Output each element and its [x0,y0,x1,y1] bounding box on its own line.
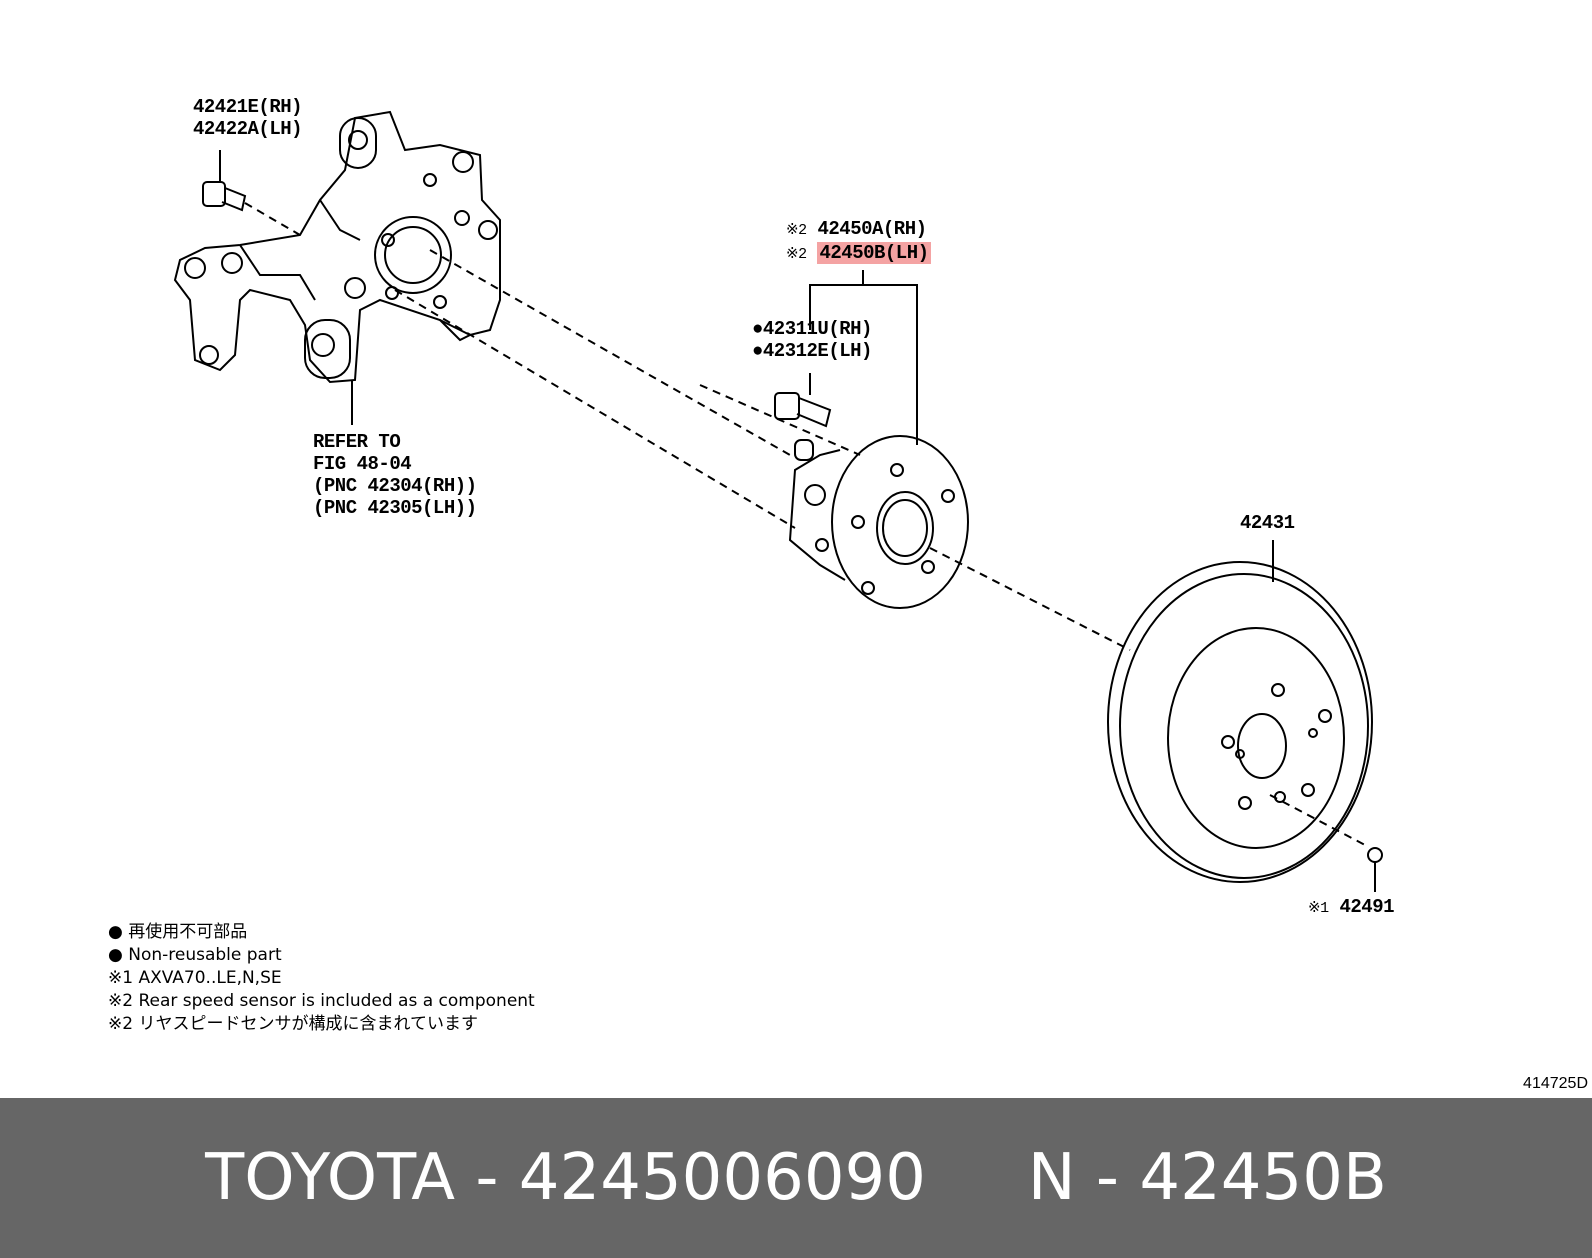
hub-bearing-drawing [788,435,969,609]
label-brake-disc: 42431 [1240,512,1295,534]
label-screw: 42491 [1339,896,1394,918]
footer-part-number: TOYOTA - 4245006090 N - 42450B [205,1141,1387,1215]
legend-line2: ● Non-reusable part [108,945,282,965]
screw-mark: ※1 [1308,900,1329,917]
label-hub-lh-row: ※2 42450B(LH) [786,242,931,266]
label-refer-line1: REFER TO [313,431,401,453]
knuckle-bolt-drawing [202,150,247,212]
illustration-code: 414725D [1523,1075,1588,1092]
label-hub-bolt-rh: ●42311U(RH) [752,318,872,340]
screw-drawing [1367,847,1383,892]
hub-rh-mark: ※2 [786,222,807,239]
label-knuckle-bolt-rh: 42421E(RH) [193,96,303,118]
hub-lh-mark: ※2 [786,246,807,263]
label-refer-line2: FIG 48-04 [313,453,412,475]
legend-line1: ● 再使用不可部品 [108,922,248,942]
brake-disc-drawing [1107,540,1373,883]
hub-bolt-drawing [774,392,832,428]
label-hub-bolt-lh: ●42312E(LH) [752,340,872,362]
label-knuckle-bolt-lh: 42422A(LH) [193,118,303,140]
label-hub-rh-row: ※2 42450A(RH) [786,218,927,242]
exploded-parts-diagram [173,110,1383,892]
label-refer-line4: (PNC 42305(LH)) [313,497,477,519]
legend-line3: ※1 AXVA70..LE,N,SE [108,968,282,988]
steering-knuckle-drawing [173,110,501,384]
label-hub-rh: 42450A(RH) [817,218,927,240]
footer-bar: TOYOTA - 4245006090 N - 42450B [0,1098,1592,1258]
label-screw-row: ※1 42491 [1308,896,1394,920]
legend-line4: ※2 Rear speed sensor is included as a co… [108,991,535,1011]
label-refer-line3: (PNC 42304(RH)) [313,475,477,497]
legend-line5: ※2 リヤスピードセンサが構成に含まれています [108,1014,478,1034]
label-hub-lh-highlighted: 42450B(LH) [817,242,931,264]
